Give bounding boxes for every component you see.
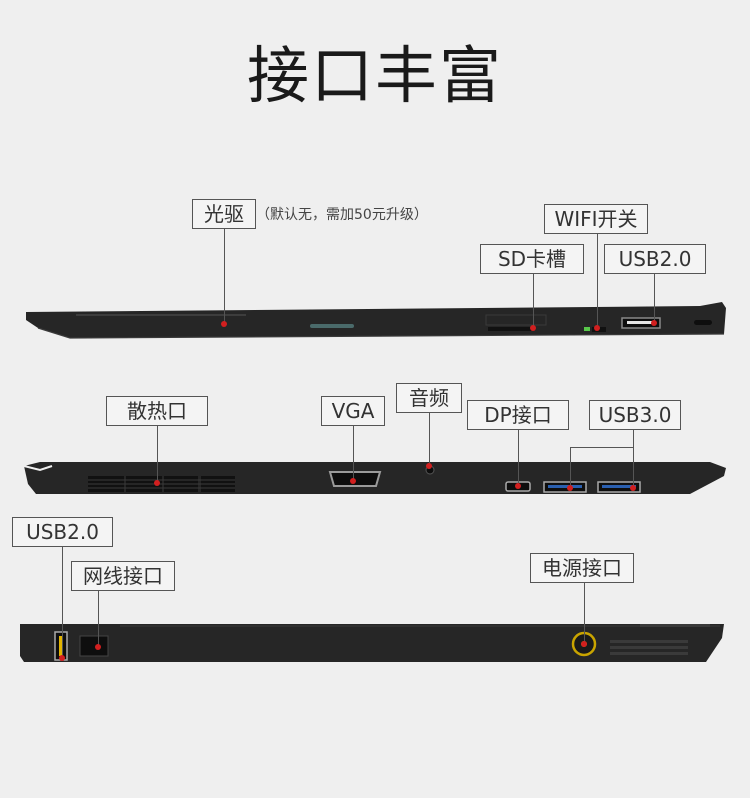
audio-label: 音频 [396, 383, 462, 413]
power-marker [581, 641, 587, 647]
dp-label: DP接口 [467, 400, 569, 430]
vga-label: VGA [321, 396, 385, 426]
lock-slot [694, 320, 712, 325]
laptop-side-view-2 [23, 462, 726, 494]
vent-label: 散热口 [106, 396, 208, 426]
audio-marker [426, 463, 432, 469]
optical-drive-note: （默认无，需加50元升级） [256, 207, 428, 223]
sd-card-slot [488, 327, 534, 331]
optical-drive-slot [76, 314, 246, 316]
ethernet-marker [95, 644, 101, 650]
usb2-top-label: USB2.0 [604, 244, 706, 274]
vga-marker [350, 478, 356, 484]
usb2-back-label: USB2.0 [12, 517, 113, 547]
rear-vent-grille [610, 640, 688, 655]
vent-marker [154, 480, 160, 486]
power-label: 电源接口 [530, 553, 634, 583]
ethernet-port [79, 635, 109, 657]
optical-drive-marker [221, 321, 227, 327]
wifi-switch-label: WIFI开关 [544, 204, 648, 234]
usb3-label: USB3.0 [589, 400, 681, 430]
page-title: 接口丰富 [246, 39, 503, 112]
optical-drive-label: 光驱 [192, 199, 256, 229]
sd-slot-marker [530, 325, 536, 331]
laptop-side-view-1 [26, 302, 726, 339]
wifi-switch-marker [594, 325, 600, 331]
ethernet-label: 网线接口 [71, 561, 175, 591]
usb3-marker-2 [630, 485, 636, 491]
usb2-top-marker [651, 320, 657, 326]
laptop-chassis [26, 302, 726, 338]
sd-card-frame [485, 314, 547, 326]
sd-slot-label: SD卡槽 [480, 244, 584, 274]
usb3-marker-1 [567, 485, 573, 491]
laptop-side-view-3 [20, 624, 724, 662]
dp-marker [515, 483, 521, 489]
laptop-chassis [20, 624, 724, 662]
drive-eject-slot [310, 324, 354, 328]
usb2-back-marker [59, 655, 65, 661]
wifi-switch-led [584, 327, 590, 331]
